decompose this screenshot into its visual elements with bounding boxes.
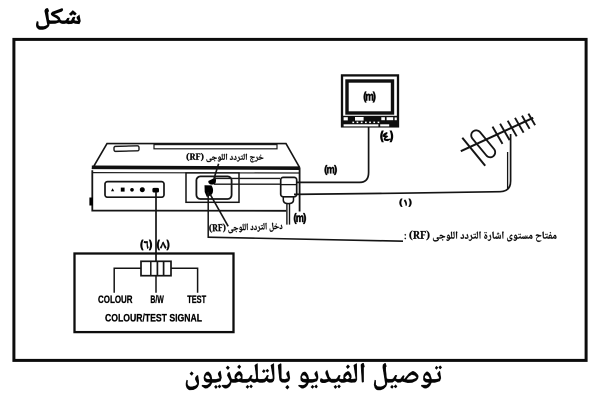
svg-text:B/W: B/W [150, 294, 164, 306]
svg-text:COLOUR/TEST SIGNAL: COLOUR/TEST SIGNAL [105, 313, 202, 325]
svg-text:COLOUR: COLOUR [98, 294, 133, 306]
svg-text:TEST: TEST [187, 294, 206, 306]
